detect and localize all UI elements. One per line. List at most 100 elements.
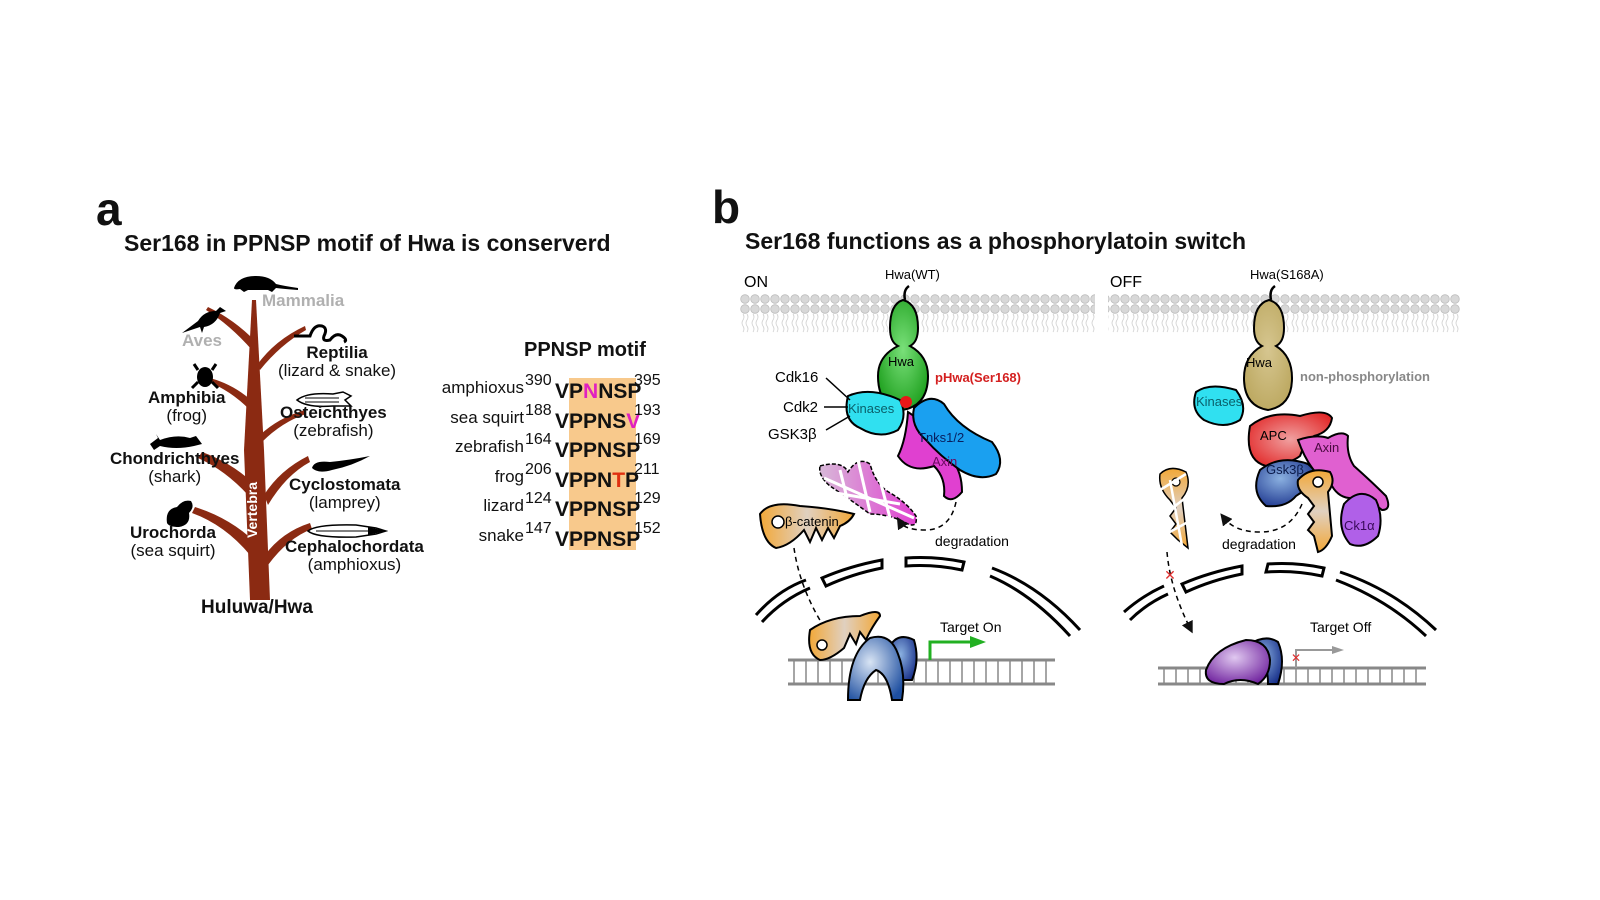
- amino-acid: N: [597, 527, 613, 551]
- taxon-cyclostomata: Cyclostomata(lamprey): [289, 475, 401, 512]
- branch-cyclostomata: [264, 456, 310, 505]
- target-on-label: Target On: [940, 619, 1001, 635]
- amino-acid: P: [583, 468, 598, 492]
- target-off-arrow: [1295, 649, 1334, 668]
- lamprey-icon: [312, 456, 370, 472]
- branch-urochorda: [192, 507, 255, 555]
- hwa-wt-label: Hwa(WT): [885, 267, 940, 282]
- amino-acid: P: [569, 380, 584, 403]
- amino-acid: N: [597, 498, 613, 521]
- amino-acid: S: [612, 439, 627, 462]
- amino-acid: P: [626, 439, 641, 462]
- amino-acid: N: [583, 380, 599, 403]
- amino-acid: P: [626, 498, 641, 521]
- sequence-end: 152: [634, 519, 661, 537]
- target-blocked-icon: ✕: [1291, 651, 1301, 665]
- kinases-off: [1193, 385, 1245, 426]
- taxon-urochorda: Urochorda(sea squirt): [130, 523, 216, 560]
- hwa-mutant-protein: [1242, 298, 1294, 412]
- sequence-start: 147: [525, 519, 552, 537]
- target-on-arrow: [928, 640, 972, 660]
- motif-sequence: VPPNSP: [555, 528, 640, 552]
- amino-acid: P: [569, 468, 584, 492]
- amino-acid: N: [597, 439, 613, 462]
- dna-on: [788, 658, 1055, 686]
- amino-acid: P: [627, 380, 642, 403]
- amino-acid: P: [626, 527, 641, 551]
- amino-acid: P: [569, 527, 584, 551]
- taxon-aves: Aves: [182, 331, 223, 350]
- bird-icon: [182, 307, 226, 333]
- tree-root-label: Huluwa/Hwa: [201, 597, 313, 618]
- motif-sequence: VPPNSP: [555, 439, 640, 463]
- kinase-cdk16: Cdk16: [775, 369, 818, 386]
- non-phospho-label: non-phosphorylation: [1300, 369, 1430, 384]
- taxon-amphibia: Amphibia(frog): [148, 388, 226, 425]
- motif-sequence: VPNNSP: [555, 380, 641, 404]
- apc-label: APC: [1260, 428, 1287, 443]
- tnks-label: Tnks1/2: [918, 430, 964, 445]
- taxon-chondrichthyes: Chondrichthyes(shark): [110, 449, 240, 486]
- amino-acid: S: [613, 380, 628, 403]
- sequence-start: 206: [525, 460, 552, 478]
- phospho-label: pHwa(Ser168): [935, 370, 1021, 385]
- motif-title: PPNSP motif: [524, 339, 646, 361]
- panel-b-letter: b: [712, 181, 741, 233]
- sequence-end: 211: [634, 460, 660, 478]
- sequence-end: 129: [634, 490, 661, 507]
- species-name: sea squirt: [450, 407, 524, 427]
- phospho-site: [900, 396, 912, 408]
- import-blocked-icon: ✕: [1164, 567, 1176, 583]
- repressor-off: [1204, 638, 1272, 686]
- amino-acid: V: [555, 409, 570, 433]
- degradation-arrow-off: [1220, 503, 1303, 533]
- blocked-import-arrow: [1166, 551, 1193, 634]
- snake-icon: [294, 324, 348, 344]
- species-name: amphioxus: [441, 378, 524, 397]
- branch-cephalochordata: [265, 523, 312, 565]
- branch-amphibia: [208, 378, 253, 410]
- kinases-on: [845, 390, 905, 436]
- degradation-label-off: degradation: [1222, 536, 1296, 552]
- transcription-factor-on: [846, 635, 905, 701]
- amino-acid: V: [555, 527, 570, 551]
- amino-acid: P: [583, 527, 598, 551]
- motif-highlight: [569, 378, 636, 550]
- beta-catenin-label: β-catenin: [785, 514, 839, 529]
- axin-on-label: Axin: [932, 454, 957, 469]
- amino-acid: P: [569, 439, 584, 462]
- ck1a-off: [1340, 493, 1382, 547]
- amino-acid: N: [597, 468, 613, 492]
- dna-off: [1158, 666, 1426, 686]
- kinase-cdk2: Cdk2: [783, 399, 818, 416]
- target-off-label: Target Off: [1310, 619, 1371, 635]
- species-name: zebrafish: [455, 437, 524, 456]
- degradation-label-on: degradation: [935, 533, 1009, 549]
- amino-acid: P: [569, 409, 584, 433]
- sequence-end: 193: [634, 401, 661, 419]
- motif-sequence: VPPNSV: [555, 410, 640, 434]
- axin-off: [1296, 432, 1390, 512]
- ck1a-label: Ck1α: [1344, 518, 1375, 533]
- sequence-start: 390: [525, 372, 552, 389]
- hwa-mutant-label: Hwa(S168A): [1250, 267, 1324, 282]
- motif-sequence: VPPNSP: [555, 498, 640, 522]
- amino-acid: N: [598, 380, 614, 403]
- amino-acid: P: [583, 409, 598, 433]
- amino-acid: P: [583, 439, 598, 462]
- amino-acid: P: [583, 498, 598, 521]
- taxon-mammalia: Mammalia: [262, 291, 345, 310]
- hwa-wt-name: Hwa: [888, 354, 915, 369]
- frog-icon: [190, 363, 220, 390]
- amino-acid: T: [612, 468, 626, 492]
- degradation-cross: [823, 459, 915, 520]
- kinase-gsk3b: GSK3β: [768, 426, 817, 443]
- on-state-label: ON: [744, 274, 768, 291]
- hwa-wt-tail: [903, 284, 910, 301]
- branch-aves: [206, 307, 256, 350]
- zebrafish-icon: [295, 391, 353, 408]
